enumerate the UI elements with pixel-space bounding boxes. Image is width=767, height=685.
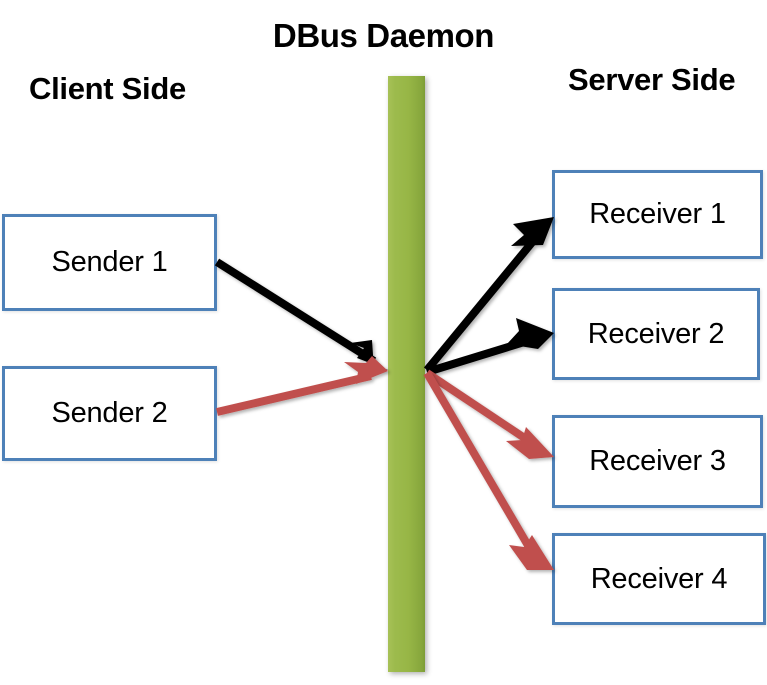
arrow-sender-1-to-bus: [214, 258, 388, 370]
arrow-bus-to-receiver-1: [423, 217, 554, 373]
dbus-daemon-bar: [388, 76, 425, 672]
node-receiver-1[interactable]: Receiver 1: [552, 170, 763, 259]
node-sender-1-label: Sender 1: [51, 246, 168, 278]
diagram-title: DBus Daemon: [272, 17, 495, 54]
arrow-bus-to-receiver-2: [425, 318, 554, 376]
node-receiver-1-label: Receiver 1: [589, 198, 726, 230]
node-sender-2[interactable]: Sender 2: [2, 366, 217, 461]
node-sender-2-label: Sender 2: [51, 397, 168, 429]
node-receiver-4[interactable]: Receiver 4: [552, 533, 766, 625]
arrow-sender-2-to-bus: [216, 356, 388, 416]
arrow-bus-to-receiver-4: [423, 370, 554, 570]
server-side-label: Server Side: [568, 62, 736, 97]
arrow-bus-to-receiver-3: [424, 369, 554, 459]
node-receiver-4-label: Receiver 4: [590, 562, 728, 595]
node-receiver-2[interactable]: Receiver 2: [552, 288, 760, 380]
client-side-label: Client Side: [29, 71, 186, 106]
node-sender-1[interactable]: Sender 1: [2, 214, 217, 311]
node-receiver-3[interactable]: Receiver 3: [552, 415, 763, 508]
node-receiver-2-label: Receiver 2: [587, 317, 725, 350]
node-receiver-3-label: Receiver 3: [589, 445, 726, 477]
